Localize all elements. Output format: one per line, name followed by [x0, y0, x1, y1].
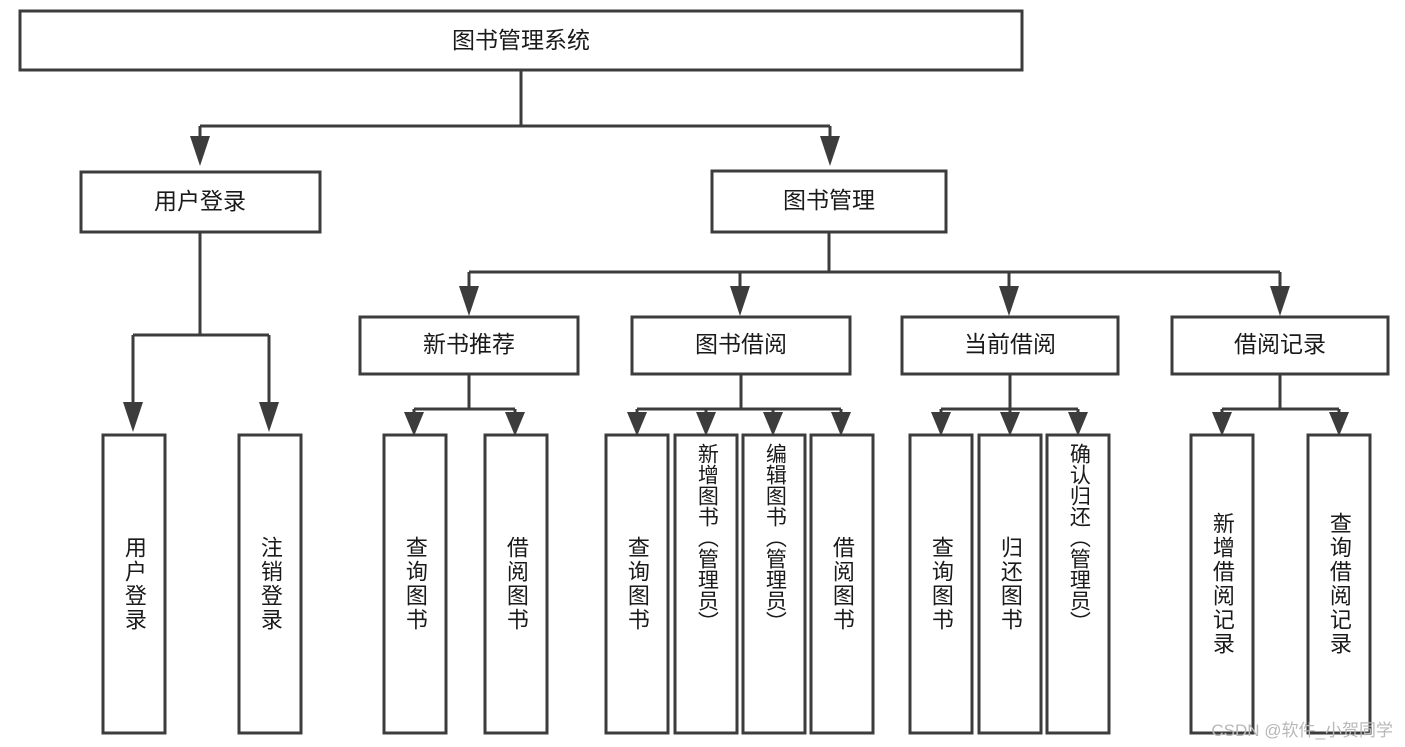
arrow-cb-leaf-3: [1068, 412, 1088, 436]
leaf-box-bb-query-book[interactable]: [604, 433, 670, 735]
node-borrow-record[interactable]: 借阅记录: [1170, 315, 1390, 376]
arrow-bb-leaf-1: [627, 412, 647, 436]
arrow-to-leaf-user-login: [123, 402, 143, 432]
node-new-book-recommend[interactable]: 新书推荐: [358, 315, 580, 376]
leaf-box-bb-edit-book[interactable]: [741, 433, 807, 735]
node-book-manage[interactable]: 图书管理: [710, 169, 948, 234]
current-borrow-label: 当前借阅: [964, 331, 1056, 357]
book-manage-label: 图书管理: [783, 187, 875, 213]
leaf-box-nbr-borrow-book[interactable]: [483, 433, 549, 735]
book-borrow-label: 图书借阅: [695, 331, 787, 357]
leaf-box-br-add-record[interactable]: [1189, 433, 1255, 735]
arrow-nbr-leaf-1: [404, 412, 424, 436]
arrow-cb-leaf-1: [931, 412, 951, 436]
leaf-box-bb-borrow-book[interactable]: [809, 433, 875, 735]
leaf-box-logout[interactable]: [237, 433, 303, 735]
arrow-br-leaf-1: [1212, 412, 1232, 436]
leaf-box-nbr-query-book[interactable]: [382, 433, 448, 735]
root-label: 图书管理系统: [452, 27, 590, 53]
current-borrow-box[interactable]: [900, 315, 1120, 376]
arrow-bb-leaf-4: [831, 412, 851, 436]
leaf-box-cb-query-book[interactable]: [908, 433, 974, 735]
arrow-to-leaf-logout: [259, 402, 279, 432]
arrow-cb-leaf-2: [1000, 412, 1020, 436]
new-book-recommend-label: 新书推荐: [423, 331, 515, 357]
user-login-label: 用户登录: [154, 188, 246, 214]
leaf-box-cb-confirm-return[interactable]: [1045, 433, 1111, 735]
arrow-to-current-borrow: [999, 286, 1019, 316]
leaf-box-bb-add-book[interactable]: [673, 433, 739, 735]
arrow-root-to-user-login: [190, 136, 210, 166]
arrow-bb-leaf-2: [696, 412, 716, 436]
borrow-record-box[interactable]: [1170, 315, 1390, 376]
new-book-recommend-box[interactable]: [358, 315, 580, 376]
node-book-borrow[interactable]: 图书借阅: [630, 315, 852, 376]
arrow-to-book-borrow: [730, 286, 750, 316]
leaf-box-user-login[interactable]: [101, 433, 167, 735]
arrow-to-new-book-recommend: [459, 286, 479, 316]
arrow-root-to-book-manage: [820, 136, 840, 166]
borrow-record-label: 借阅记录: [1234, 331, 1326, 357]
book-manage-box[interactable]: [710, 169, 948, 234]
leaf-box-br-query-record[interactable]: [1306, 433, 1372, 735]
arrow-to-borrow-record: [1270, 286, 1290, 316]
root-box[interactable]: [18, 9, 1024, 72]
arrow-br-leaf-2: [1329, 412, 1349, 436]
arrow-bb-leaf-3: [763, 412, 783, 436]
node-current-borrow[interactable]: 当前借阅: [900, 315, 1120, 376]
arrow-nbr-leaf-2: [505, 412, 525, 436]
book-borrow-box[interactable]: [630, 315, 852, 376]
leaf-box-cb-return-book[interactable]: [977, 433, 1043, 735]
node-root[interactable]: 图书管理系统: [18, 9, 1024, 72]
node-user-login[interactable]: 用户登录: [79, 170, 322, 234]
